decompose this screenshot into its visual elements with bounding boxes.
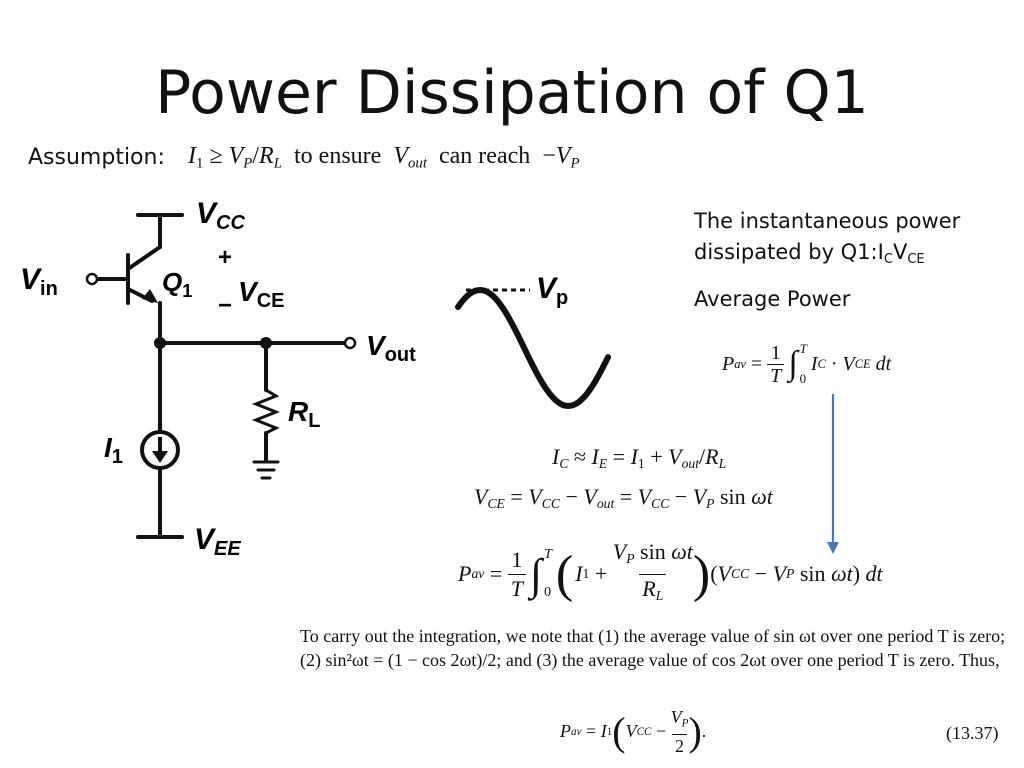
vp-label: V <box>536 272 559 305</box>
ic-equation: IC ≈ IE = I1 + Vout/RL <box>552 444 727 472</box>
integration-note-paragraph: To carry out the integration, we note th… <box>300 626 1006 670</box>
vin-label: V <box>20 263 43 296</box>
blue-arrow <box>827 394 839 554</box>
q1-label: Q <box>162 267 182 297</box>
vcc-sub: CC <box>216 212 245 234</box>
vce-sub: CE <box>257 290 285 312</box>
vp-sub: p <box>556 287 568 309</box>
svg-text:VEE: VEE <box>194 523 241 560</box>
vee-label: V <box>194 523 217 556</box>
slide-title: Power Dissipation of Q1 <box>155 58 869 128</box>
svg-text:Q1: Q1 <box>162 267 192 301</box>
i1-sub: 1 <box>112 446 123 468</box>
rl-sub: L <box>308 410 320 432</box>
svg-text:VCC: VCC <box>196 197 245 234</box>
svg-text:Vout: Vout <box>366 330 416 366</box>
vce-equation: VCE = VCC − Vout = VCC − VP sin ωt <box>474 484 773 512</box>
vce-plus: + <box>218 244 232 271</box>
vin-sub: in <box>40 278 58 300</box>
equation-number: (13.37) <box>946 723 999 743</box>
circuit-diagram: VCC Vin Q1 + − VCE Vout RL I1 VEE <box>20 197 416 560</box>
svg-text:VCE: VCE <box>238 276 284 312</box>
assumption-label: Assumption: <box>28 145 165 170</box>
q1-sub: 1 <box>182 281 192 301</box>
rl-label: R <box>288 396 309 427</box>
vout-label: V <box>366 330 387 361</box>
sine-curve <box>455 286 611 410</box>
sine-waveform: Vp <box>455 272 611 410</box>
vce-label: V <box>238 276 259 307</box>
assumption-formula: I1 ≥ VP/RL to ensure Vout can reach −VP <box>188 143 580 172</box>
average-power-label: Average Power <box>694 287 851 311</box>
vce-minus: − <box>218 292 232 319</box>
svg-text:Vin: Vin <box>20 263 58 300</box>
svg-text:I1: I1 <box>104 432 123 468</box>
svg-text:Vp: Vp <box>536 272 568 309</box>
vcc-label: V <box>196 197 219 230</box>
vee-sub: EE <box>214 538 241 560</box>
vout-sub: out <box>385 344 416 366</box>
svg-text:RL: RL <box>288 396 320 432</box>
i1-label: I <box>104 432 113 463</box>
instantaneous-power-text: The instantaneous power dissipated by Q1… <box>694 209 961 267</box>
